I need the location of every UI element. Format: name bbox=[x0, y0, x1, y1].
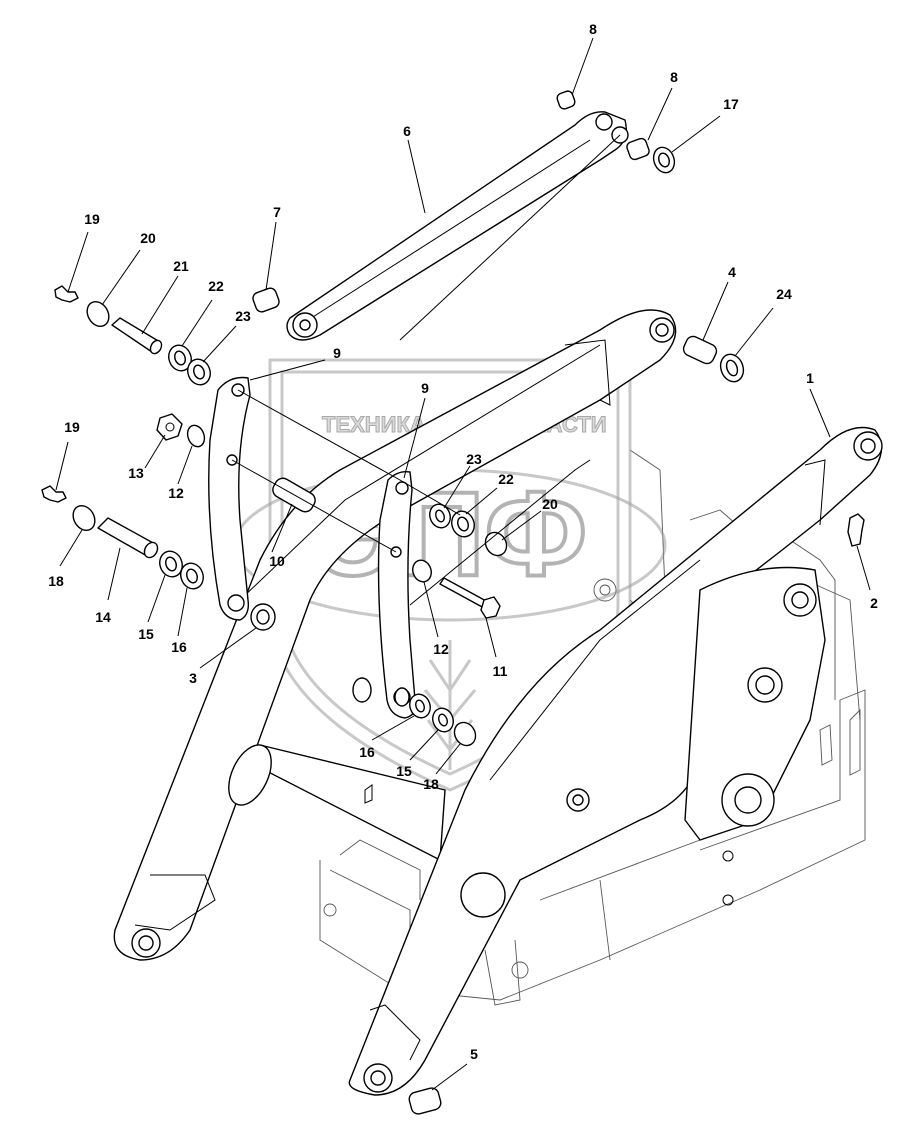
callout-10: 10 bbox=[269, 553, 285, 569]
callout-24: 24 bbox=[776, 286, 792, 302]
callout-7: 7 bbox=[273, 204, 281, 220]
callout-9-right: 9 bbox=[421, 380, 429, 396]
callout-1: 1 bbox=[806, 370, 814, 386]
loader-boom bbox=[113, 309, 883, 1096]
callout-leaders bbox=[55, 37, 871, 1091]
callout-8-top: 8 bbox=[589, 21, 597, 37]
callout-13: 13 bbox=[128, 465, 144, 481]
callout-19-top: 19 bbox=[84, 211, 100, 227]
assembly-lines bbox=[231, 134, 621, 606]
callout-23-bottom: 23 bbox=[466, 451, 482, 467]
callout-23-top: 23 bbox=[235, 308, 251, 324]
callout-17: 17 bbox=[723, 96, 739, 112]
callout-5: 5 bbox=[470, 1046, 478, 1062]
callout-9-left: 9 bbox=[333, 345, 341, 361]
callout-labels: 8 8 17 6 7 19 20 21 22 23 4 24 9 1 9 19 … bbox=[48, 21, 878, 1062]
callout-19-bottom: 19 bbox=[64, 419, 80, 435]
callout-12-left: 12 bbox=[168, 485, 184, 501]
callout-16-left: 16 bbox=[171, 639, 187, 655]
callout-20-top: 20 bbox=[140, 230, 156, 246]
callout-18-right: 18 bbox=[423, 776, 439, 792]
callout-4: 4 bbox=[728, 264, 736, 280]
machine-frame bbox=[319, 449, 866, 1006]
callout-8-right: 8 bbox=[670, 69, 678, 85]
callout-2: 2 bbox=[870, 595, 878, 611]
callout-18-left: 18 bbox=[48, 573, 64, 589]
callout-15-left: 15 bbox=[138, 626, 154, 642]
callout-11: 11 bbox=[493, 663, 508, 679]
callout-3: 3 bbox=[189, 670, 197, 686]
callout-22-bottom: 22 bbox=[498, 471, 514, 487]
callout-21: 21 bbox=[173, 258, 189, 274]
callout-6: 6 bbox=[403, 123, 411, 139]
callout-15-right: 15 bbox=[396, 763, 412, 779]
hardware-parts bbox=[41, 90, 865, 1115]
callout-16-right: 16 bbox=[359, 744, 375, 760]
callout-12-right: 12 bbox=[433, 641, 449, 657]
tilt-link bbox=[286, 111, 629, 341]
callout-22-top: 22 bbox=[208, 278, 224, 294]
callout-20-bottom: 20 bbox=[542, 496, 558, 512]
link-plate-left bbox=[208, 376, 251, 621]
callout-14: 14 bbox=[95, 609, 111, 625]
